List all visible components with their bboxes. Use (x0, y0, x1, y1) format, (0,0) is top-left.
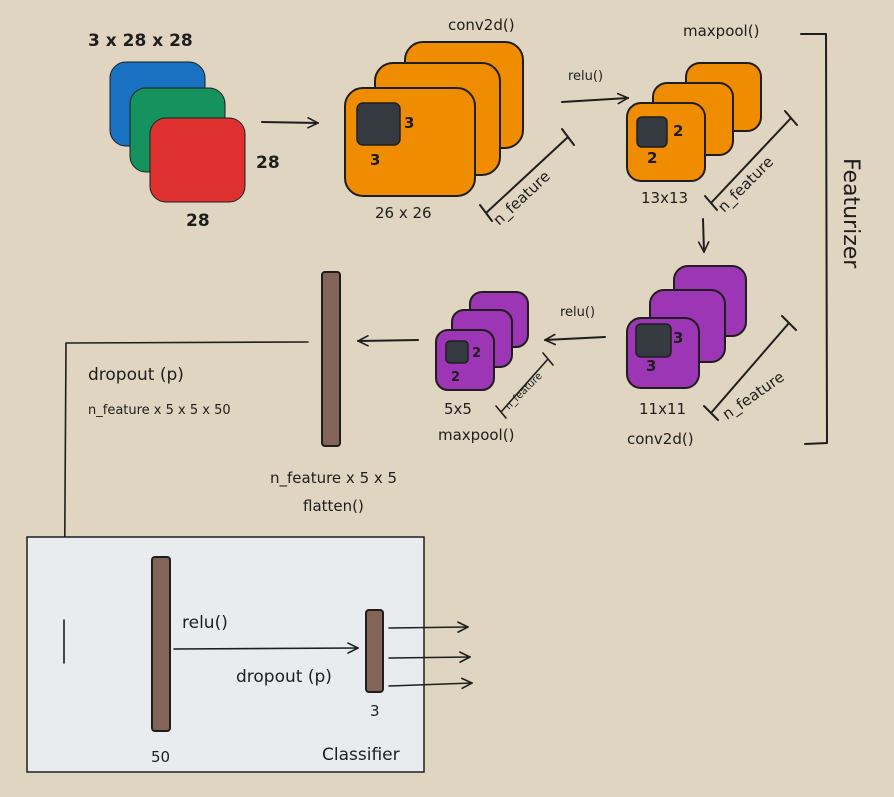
pool2-out-size: 5x5 (444, 400, 472, 418)
pool1-op-label: maxpool() (683, 22, 759, 40)
pool2-feature-maps (435, 291, 529, 391)
featurizer-bracket (800, 33, 828, 445)
output-arrow-1 (388, 627, 468, 628)
conv1-feature-bracket (479, 128, 575, 222)
arrow-input-to-conv1 (261, 122, 318, 123)
conv1-feature-maps (344, 41, 524, 197)
output-size-label: 3 (370, 702, 380, 720)
output-arrows (388, 627, 472, 686)
pool1-feature-bracket (704, 110, 798, 211)
arrow-pool1-to-conv2 (703, 218, 704, 252)
conv1-op-label: conv2d() (448, 16, 515, 34)
pool2-op-label: maxpool() (438, 426, 514, 444)
flatten-vector (321, 271, 341, 447)
classifier-label: Classifier (322, 745, 400, 765)
pool1-kernel (636, 116, 668, 148)
conv2-op-label: conv2d() (627, 430, 694, 448)
pool1-kernel-h: 2 (647, 149, 657, 167)
pool1-feature-maps (626, 62, 762, 182)
flatten-op-label: flatten() (303, 497, 364, 515)
pool2-feature-label: n_feature (503, 371, 544, 412)
conv1-kernel-h: 3 (370, 151, 380, 169)
arrow-conv2-to-pool2 (545, 337, 606, 340)
conv2-kernel (635, 323, 672, 358)
pool2-kernel-w: 2 (472, 346, 481, 361)
hidden-size-label: 50 (151, 748, 170, 766)
arrow-pool2-to-flatten (358, 340, 419, 341)
pool2-kernel-h: 2 (451, 370, 460, 385)
classifier-panel (26, 536, 425, 773)
arrow-conv1-to-pool1 (561, 98, 628, 102)
output-arrow-2 (388, 657, 470, 658)
conv2-feature-maps (626, 265, 747, 389)
dropout1-size-label: n_feature x 5 x 5 x 50 (88, 403, 231, 418)
output-arrow-3 (388, 683, 472, 686)
arrow-hidden-to-output (173, 648, 358, 649)
input-width-label: 28 (186, 211, 210, 231)
dropout1-label: dropout (p) (88, 365, 184, 385)
featurizer-label: Featurizer (838, 158, 863, 269)
hidden-layer-vector (151, 556, 171, 732)
input-dims-label: 3 x 28 x 28 (88, 31, 193, 51)
conv1-feature-label: n_feature (489, 167, 554, 229)
classifier-dropout-label: dropout (p) (236, 667, 332, 687)
pool1-feature-label: n_feature (714, 153, 778, 217)
conv2-feature-label: n_feature (719, 368, 788, 424)
pool2-feature-bracket (495, 352, 554, 419)
flatten-size-label: n_feature x 5 x 5 (270, 469, 397, 488)
conv2-kernel-h: 3 (646, 357, 656, 375)
conv2-kernel-w: 3 (673, 329, 683, 347)
relu1-label: relu() (568, 69, 603, 84)
pool1-out-size: 13x13 (641, 189, 688, 207)
input-image-stack (109, 61, 246, 203)
conv2-feature-bracket (703, 315, 797, 421)
conv1-kernel (356, 102, 401, 146)
input-height-label: 28 (256, 153, 280, 173)
input-channel-red (149, 117, 246, 203)
conv1-kernel-w: 3 (404, 114, 414, 132)
classifier-relu-label: relu() (182, 613, 228, 633)
output-layer-vector (365, 609, 384, 693)
conv1-out-size: 26 x 26 (375, 204, 432, 222)
conv2-out-size: 11x11 (639, 400, 686, 418)
relu2-label: relu() (560, 305, 595, 320)
pool1-kernel-w: 2 (673, 122, 683, 140)
pool2-kernel (445, 340, 469, 364)
